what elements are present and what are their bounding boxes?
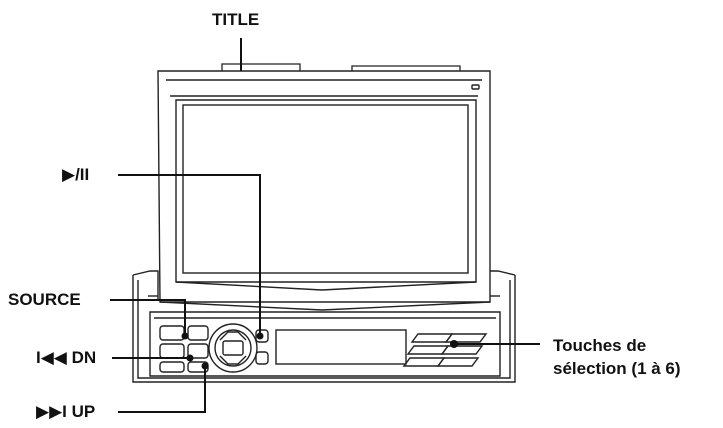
play-pause-leader (118, 174, 261, 336)
label-presets-line2: sélection (1 à 6) (553, 359, 681, 378)
source-leader (110, 299, 186, 336)
label-up: ▶▶I UP (36, 402, 96, 421)
monitor-body (157, 70, 491, 311)
label-source: SOURCE (8, 290, 81, 309)
label-title: TITLE (212, 10, 260, 29)
leader-lines (110, 38, 540, 413)
label-dn: I◀◀ DN (36, 348, 97, 367)
top-tabs (221, 63, 461, 71)
up-leader (118, 366, 206, 413)
label-presets-line1: Touches de (553, 336, 647, 355)
label-play-pause: ▶/II (62, 165, 90, 184)
base-chassis (132, 270, 516, 383)
leader-dots (181, 332, 458, 370)
